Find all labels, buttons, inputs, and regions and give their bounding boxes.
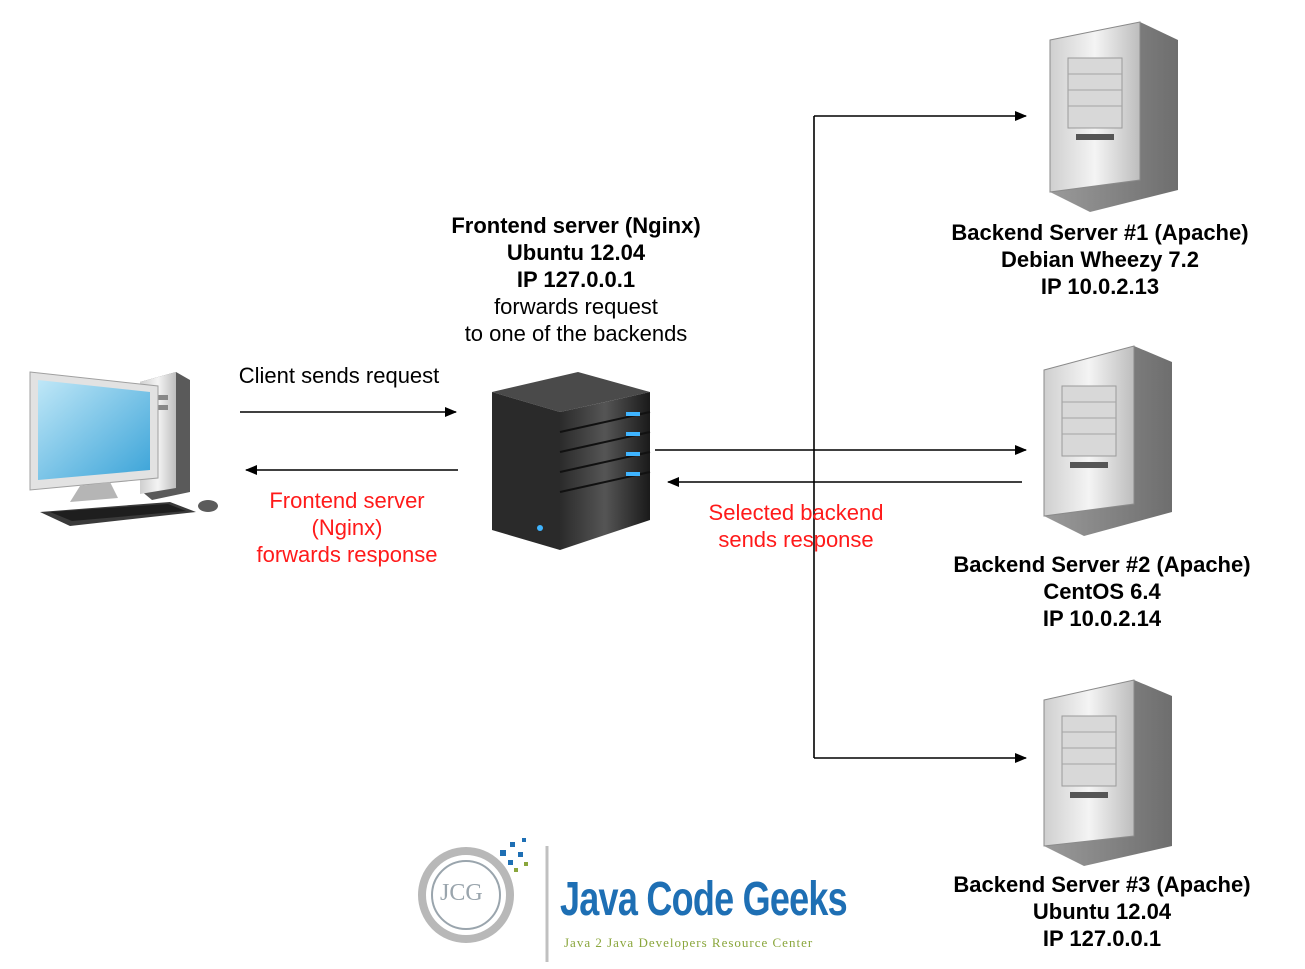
backend-server-3-label: Backend Server #3 (Apache) Ubuntu 12.04 … — [953, 872, 1251, 951]
client-response-label: Frontend server (Nginx) forwards respons… — [256, 488, 438, 567]
jcg-logo-initials: JCG — [440, 880, 483, 906]
logo-tagline: Java 2 Java Developers Resource Center — [564, 935, 814, 950]
client-request-label: Client sends request — [238, 363, 440, 388]
backend-server-3-icon — [1043, 679, 1172, 866]
frontend-server-icon — [492, 372, 651, 550]
logo-name: Java Code Geeks — [560, 873, 848, 926]
backend-response-label: Selected backend sends response — [708, 500, 884, 552]
jcg-logo-mark — [418, 838, 549, 962]
frontend-os: Ubuntu 12.04 — [506, 240, 646, 265]
frontend-server-label: Frontend server (Nginx) Ubuntu 12.04 IP … — [411, 212, 741, 347]
backend-server-2-icon — [1043, 345, 1172, 536]
backend-server-1-icon — [1049, 21, 1178, 212]
frontend-title: Frontend server (Nginx) — [451, 213, 701, 238]
backend-server-1-label: Backend Server #1 (Apache) Debian Wheezy… — [951, 220, 1249, 299]
frontend-ip: IP 127.0.0.1 — [516, 267, 636, 292]
backend-server-2-label: Backend Server #2 (Apache) CentOS 6.4 IP… — [953, 552, 1251, 631]
frontend-desc-1: forwards request — [494, 294, 658, 319]
client-computer-icon — [29, 371, 218, 526]
frontend-desc-2: to one of the backends — [464, 321, 688, 346]
